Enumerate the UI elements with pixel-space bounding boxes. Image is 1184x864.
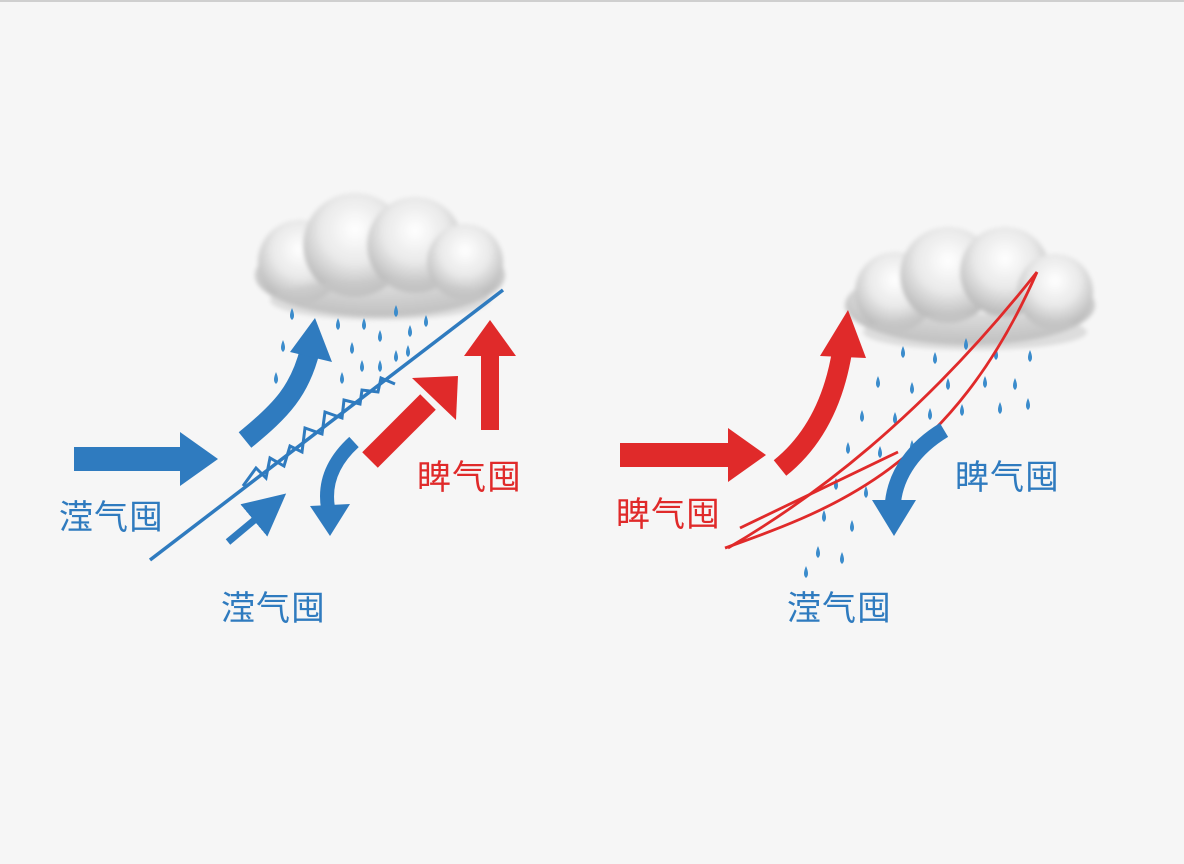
rain-drops-right — [804, 338, 1032, 578]
cold-air-inflow-arrow — [74, 432, 218, 486]
cold-air-mass-label-right-bottom: 滢气囤 — [787, 589, 892, 629]
warm-air-rising-arrow — [773, 310, 866, 476]
warm-front-panel — [620, 227, 1095, 578]
small-cold-arrow — [225, 493, 287, 545]
warm-air-inflow-arrow — [620, 428, 766, 482]
warm-air-mass-label-right: 睥气囤 — [955, 458, 1060, 498]
cold-front-panel — [74, 193, 516, 562]
descending-cold-arrow — [310, 436, 359, 536]
zigzag-front-line — [241, 375, 396, 487]
frontal-boundary-line — [148, 288, 505, 562]
top-border-line — [0, 0, 1184, 2]
warm-front-boundary — [724, 271, 1039, 550]
warm-air-mass-label-left: 睥气囤 — [616, 495, 721, 535]
warm-air-diagonal-arrow — [362, 376, 458, 468]
cold-air-mass-label-left: 滢气囤 — [59, 498, 164, 538]
cloud-icon-right — [845, 227, 1095, 350]
warm-air-vertical-arrow — [464, 320, 516, 430]
descending-cold-arrow-right — [872, 423, 949, 536]
cloud-icon — [255, 193, 505, 320]
warm-air-mass-label: 睥气囤 — [417, 458, 522, 498]
cold-air-mass-label-bottom: 滢气囤 — [221, 589, 326, 629]
cold-air-rising-arrow — [238, 318, 332, 448]
